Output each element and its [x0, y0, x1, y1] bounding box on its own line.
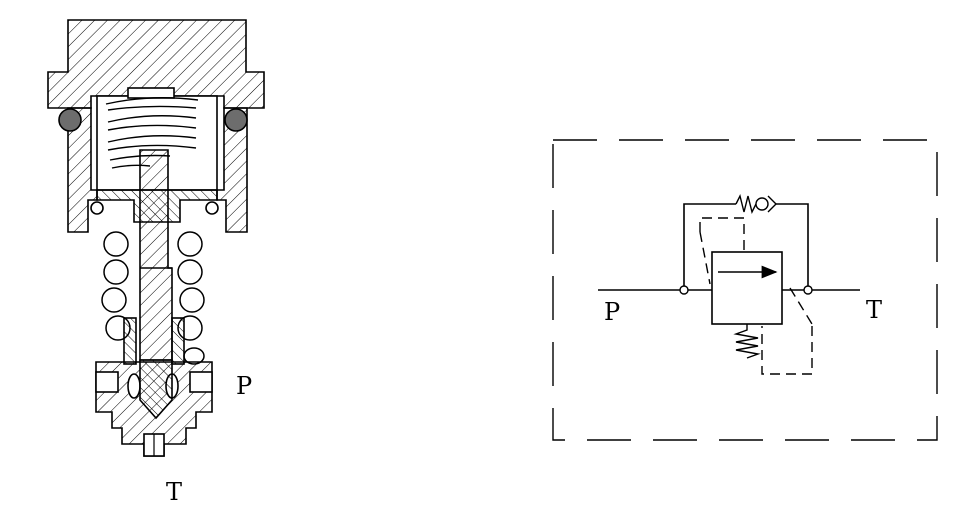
junction-right: [803, 285, 813, 295]
seat-ball-right: [205, 201, 219, 215]
schematic-port-p-label: P: [604, 298, 620, 326]
drain-line: [761, 326, 813, 375]
poppet-tip: [139, 359, 173, 420]
junction-left: [679, 285, 689, 295]
check-seat: [767, 195, 777, 213]
section-port-p-label: P: [236, 372, 252, 400]
poppet-stem: [139, 149, 173, 361]
port-p-right: [189, 371, 213, 393]
o-ring-right: [224, 108, 248, 132]
spring-guide-left: [123, 317, 137, 365]
relief-spring: [733, 324, 761, 359]
port-p-left: [95, 371, 119, 393]
schematic-port-t-label: T: [866, 296, 882, 324]
o-ring-left: [58, 108, 82, 132]
valve-cross-section: [47, 19, 265, 457]
spring-guide-right: [171, 317, 185, 365]
hydraulic-schematic: [552, 139, 938, 441]
relief-valve-body: [711, 251, 783, 325]
seat-ball-left: [90, 201, 104, 215]
pilot-line-inlet-diag: [699, 231, 711, 285]
pilot-line-inlet: [699, 217, 745, 252]
check-ball: [755, 197, 769, 211]
check-spring: [735, 193, 757, 215]
bypass-line-return: [776, 203, 809, 286]
section-port-t-label: T: [166, 478, 182, 506]
port-bore-left: [127, 373, 141, 399]
schematic-enclosure: [552, 139, 938, 441]
body-sleeve-right: [216, 107, 248, 233]
drain-line-diag: [789, 287, 813, 325]
plug-body: [47, 19, 265, 109]
bypass-line: [683, 203, 736, 286]
spring-retainer: [127, 87, 175, 99]
